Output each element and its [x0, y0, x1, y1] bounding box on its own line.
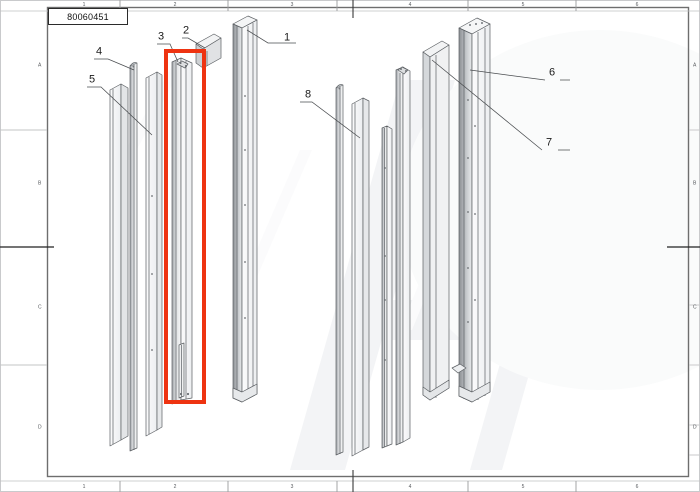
column-label-bottom-3: 3 [290, 484, 294, 490]
column-label-top-4: 4 [408, 2, 412, 8]
column-label-bottom-2: 2 [173, 484, 177, 490]
callout-label-7[interactable]: 7 [545, 136, 553, 149]
row-label-right-d: D [693, 424, 697, 431]
row-label-left-b: B [38, 180, 42, 187]
part-column-1 [232, 15, 258, 403]
part-panel-7 [422, 40, 450, 401]
row-label-left-c: C [38, 304, 42, 311]
column-label-bottom-5: 5 [521, 484, 525, 490]
row-label-right-a: A [693, 62, 697, 69]
part-column-6 [451, 17, 491, 403]
part-post-4 [129, 62, 138, 452]
callout-label-5[interactable]: 5 [88, 73, 96, 86]
part-panel-5 [109, 83, 129, 447]
row-divider-ticks-left [0, 129, 47, 366]
leader-line-4 [94, 58, 135, 71]
column-divider-ticks-bottom [119, 481, 577, 492]
callout-label-1[interactable]: 1 [283, 31, 291, 44]
selected-part-highlight[interactable] [164, 49, 206, 404]
column-label-bottom-4: 4 [408, 484, 412, 490]
column-label-top-1: 1 [82, 2, 86, 8]
title-block-part-number: 80060451 [67, 11, 109, 22]
part-panel-mid [351, 97, 370, 457]
callout-label-2[interactable]: 2 [182, 24, 190, 37]
row-label-left-d: D [38, 424, 42, 431]
leader-line-8 [300, 101, 361, 139]
part-post-8 [335, 84, 344, 456]
column-label-bottom-1: 1 [82, 484, 86, 490]
leader-line-5 [87, 86, 153, 136]
drawing-frame-border [46, 6, 690, 478]
title-block: 80060451 [48, 8, 128, 25]
callout-label-8[interactable]: 8 [304, 88, 312, 101]
row-label-right-b: B [693, 180, 697, 187]
column-label-top-5: 5 [521, 2, 525, 8]
column-label-bottom-6: 6 [635, 484, 639, 490]
column-label-top-2: 2 [173, 2, 177, 8]
row-label-left-a: A [38, 62, 42, 69]
part-profile-top-fitting [395, 66, 411, 446]
part-panel-3 [145, 71, 163, 437]
callout-label-3[interactable]: 3 [157, 30, 165, 43]
leader-line-2 [182, 37, 206, 49]
callout-label-6[interactable]: 6 [548, 66, 556, 79]
column-label-top-3: 3 [290, 2, 294, 8]
callout-label-4[interactable]: 4 [95, 45, 103, 58]
row-label-right-c: C [693, 304, 697, 311]
row-divider-ticks-right [689, 129, 700, 456]
leader-line-6 [469, 69, 570, 81]
leader-line-3 [157, 43, 179, 63]
leader-line-7 [431, 59, 570, 151]
leader-line-1 [246, 29, 296, 44]
column-label-top-6: 6 [635, 2, 639, 8]
part-twin-profiles [381, 125, 393, 449]
